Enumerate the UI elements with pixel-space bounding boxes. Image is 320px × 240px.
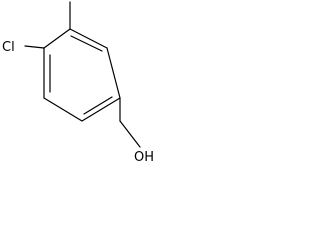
ring-bond-1 (69, 28, 108, 49)
ring-double-bond-right (83, 96, 113, 115)
hydroxymethyl-bond (119, 120, 141, 148)
chloro-bond (24, 45, 45, 49)
ring-bond-3 (81, 97, 121, 122)
hydroxyl-label: OH (134, 150, 154, 165)
ring-bond-2 (106, 47, 121, 99)
benzene-ring (43, 28, 121, 122)
structure-diagram: Cl OH (2, 1, 154, 165)
ring-bond-4 (43, 97, 83, 122)
ring-bond-6 (43, 28, 71, 49)
ring-double-bond-top (70, 35, 103, 52)
chlorine-label: Cl (2, 40, 15, 55)
